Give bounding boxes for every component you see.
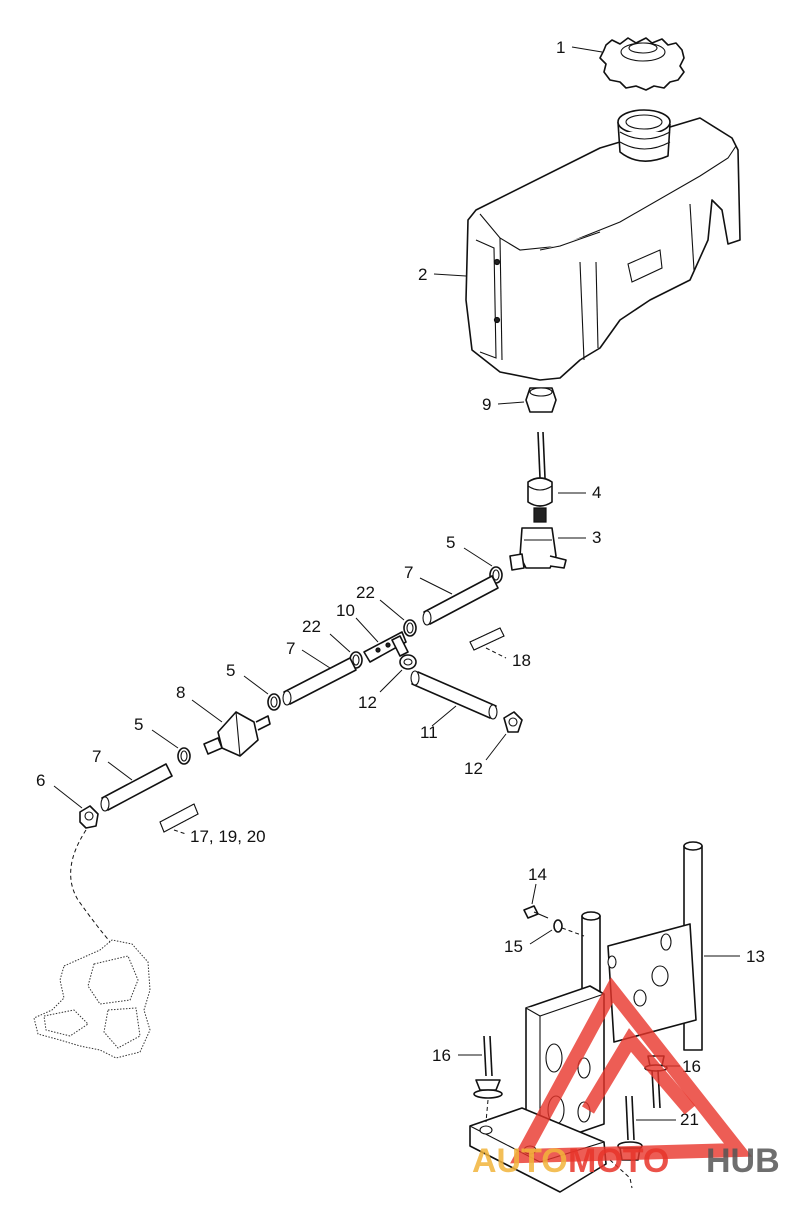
leader-12b [485,733,507,761]
leader-9 [497,401,525,405]
part-4-filter [527,431,553,523]
callout-5a: 5 [446,533,455,552]
leader-7c [107,761,133,781]
callout-12b: 12 [464,759,483,778]
leader-12a [379,669,403,693]
part-7-hose-c [100,763,173,812]
watermark-text-moto: MOTO [568,1142,669,1180]
leader-17-19-20 [173,829,187,835]
part-7-hose-a [422,575,499,626]
part-18-clip [469,627,505,651]
callout-2: 2 [418,265,427,284]
leader-7b [301,649,331,669]
callout-5c: 5 [134,715,143,734]
leader-11 [431,705,457,727]
leader-22b [329,633,351,653]
fuel-line-routing [70,829,113,945]
callout-7b: 7 [286,639,295,658]
bolt-alignment-line [561,927,585,937]
callout-22b: 22 [302,617,321,636]
part-8-fuel-filter [203,711,271,757]
part-5-clamp-b [267,693,281,711]
callout-8: 8 [176,683,185,702]
callout-16a: 16 [432,1046,451,1065]
callout-7c: 7 [92,747,101,766]
leader-5b [243,675,269,695]
callout-1: 1 [556,38,565,57]
leader-14 [531,883,537,905]
part-16-screw-a [473,1035,503,1123]
part-12-elbow-b [503,711,523,733]
leader-15 [529,929,553,945]
part-7-hose-b [282,657,357,706]
leader-5c [151,729,179,749]
part-12-elbow-a [399,654,417,670]
part-10-connector [363,631,409,663]
part-13-bracket [469,841,703,1193]
callout-18: 18 [512,651,531,670]
callout-3: 3 [592,528,601,547]
callout-22a: 22 [356,583,375,602]
watermark-logo: AUTO MOTO HUB [472,977,780,1180]
part-6-fitting [79,805,99,829]
callout-9: 9 [482,395,491,414]
callout-11: 11 [420,723,438,742]
leader-8 [191,699,223,723]
leader-2 [433,273,467,277]
callout-10: 10 [336,601,355,620]
callout-7a: 7 [404,563,413,582]
watermark-text-auto: AUTO [472,1142,568,1180]
callout-17-19-20: 17, 19, 20 [190,827,266,846]
leader-10 [355,617,379,643]
part-14-bolt [523,905,549,919]
leader-18 [485,647,507,659]
callout-12a: 12 [358,693,377,712]
callout-16b: 16 [682,1057,701,1076]
leader-7a [419,577,453,595]
part-2-tank [465,109,741,381]
callout-5b: 5 [226,661,235,680]
part-17-19-20-clip [159,803,199,833]
part-15-washer [553,919,563,933]
part-9-grommet [525,387,557,413]
part-3-valve [509,527,567,571]
callout-6: 6 [36,771,45,790]
leader-6 [53,785,83,809]
engine-fuel-pump [33,939,151,1059]
leader-5a [463,547,493,567]
callout-15: 15 [504,937,523,956]
part-11-hose [410,670,498,720]
part-1-cap [599,37,685,91]
part-22-clamp-a [403,619,417,637]
leader-1 [571,46,603,53]
callout-13: 13 [746,947,765,966]
watermark-text-hub: HUB [706,1142,780,1180]
leader-22a [379,599,405,621]
callout-21: 21 [680,1110,699,1129]
part-5-clamp-c [177,747,191,765]
callout-14: 14 [528,865,547,884]
callout-4: 4 [592,483,601,502]
